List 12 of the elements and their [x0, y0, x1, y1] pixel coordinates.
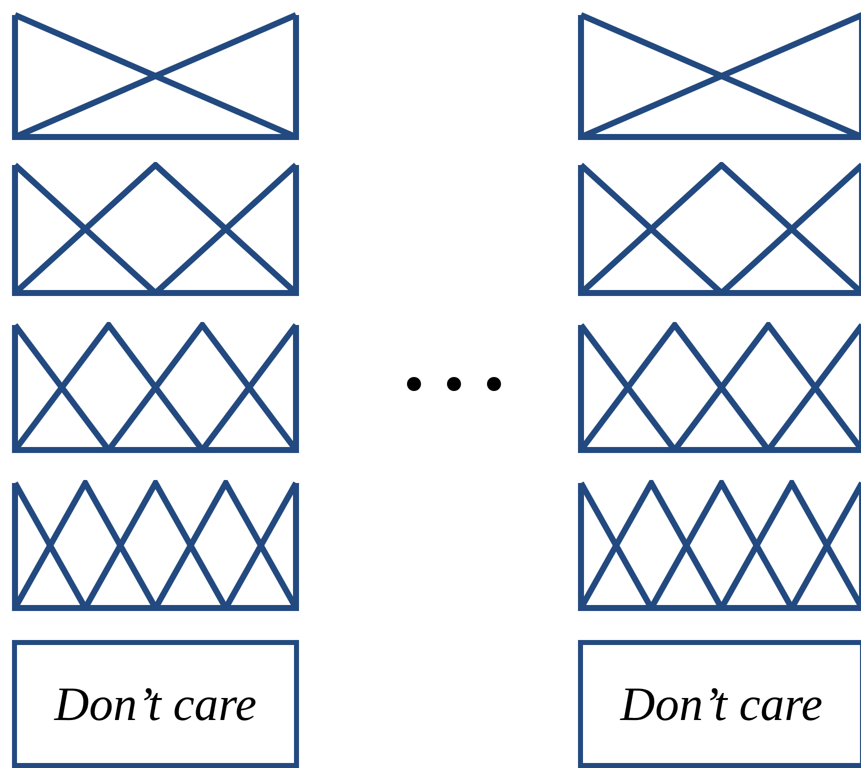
membership-functions-drawing — [12, 12, 299, 140]
box-text: Don’t care — [54, 676, 257, 732]
membership-functions-drawing — [578, 12, 861, 140]
dont-care-box — [12, 640, 299, 768]
dont-care-box — [578, 640, 861, 768]
membership-functions-drawing — [578, 322, 861, 453]
membership-functions-drawing — [578, 162, 861, 296]
membership-functions-drawing — [578, 480, 861, 611]
box-text: Don’t care — [620, 676, 823, 732]
membership-functions-drawing — [12, 162, 299, 296]
membership-functions-drawing — [12, 480, 299, 611]
membership-functions-drawing — [12, 322, 299, 453]
